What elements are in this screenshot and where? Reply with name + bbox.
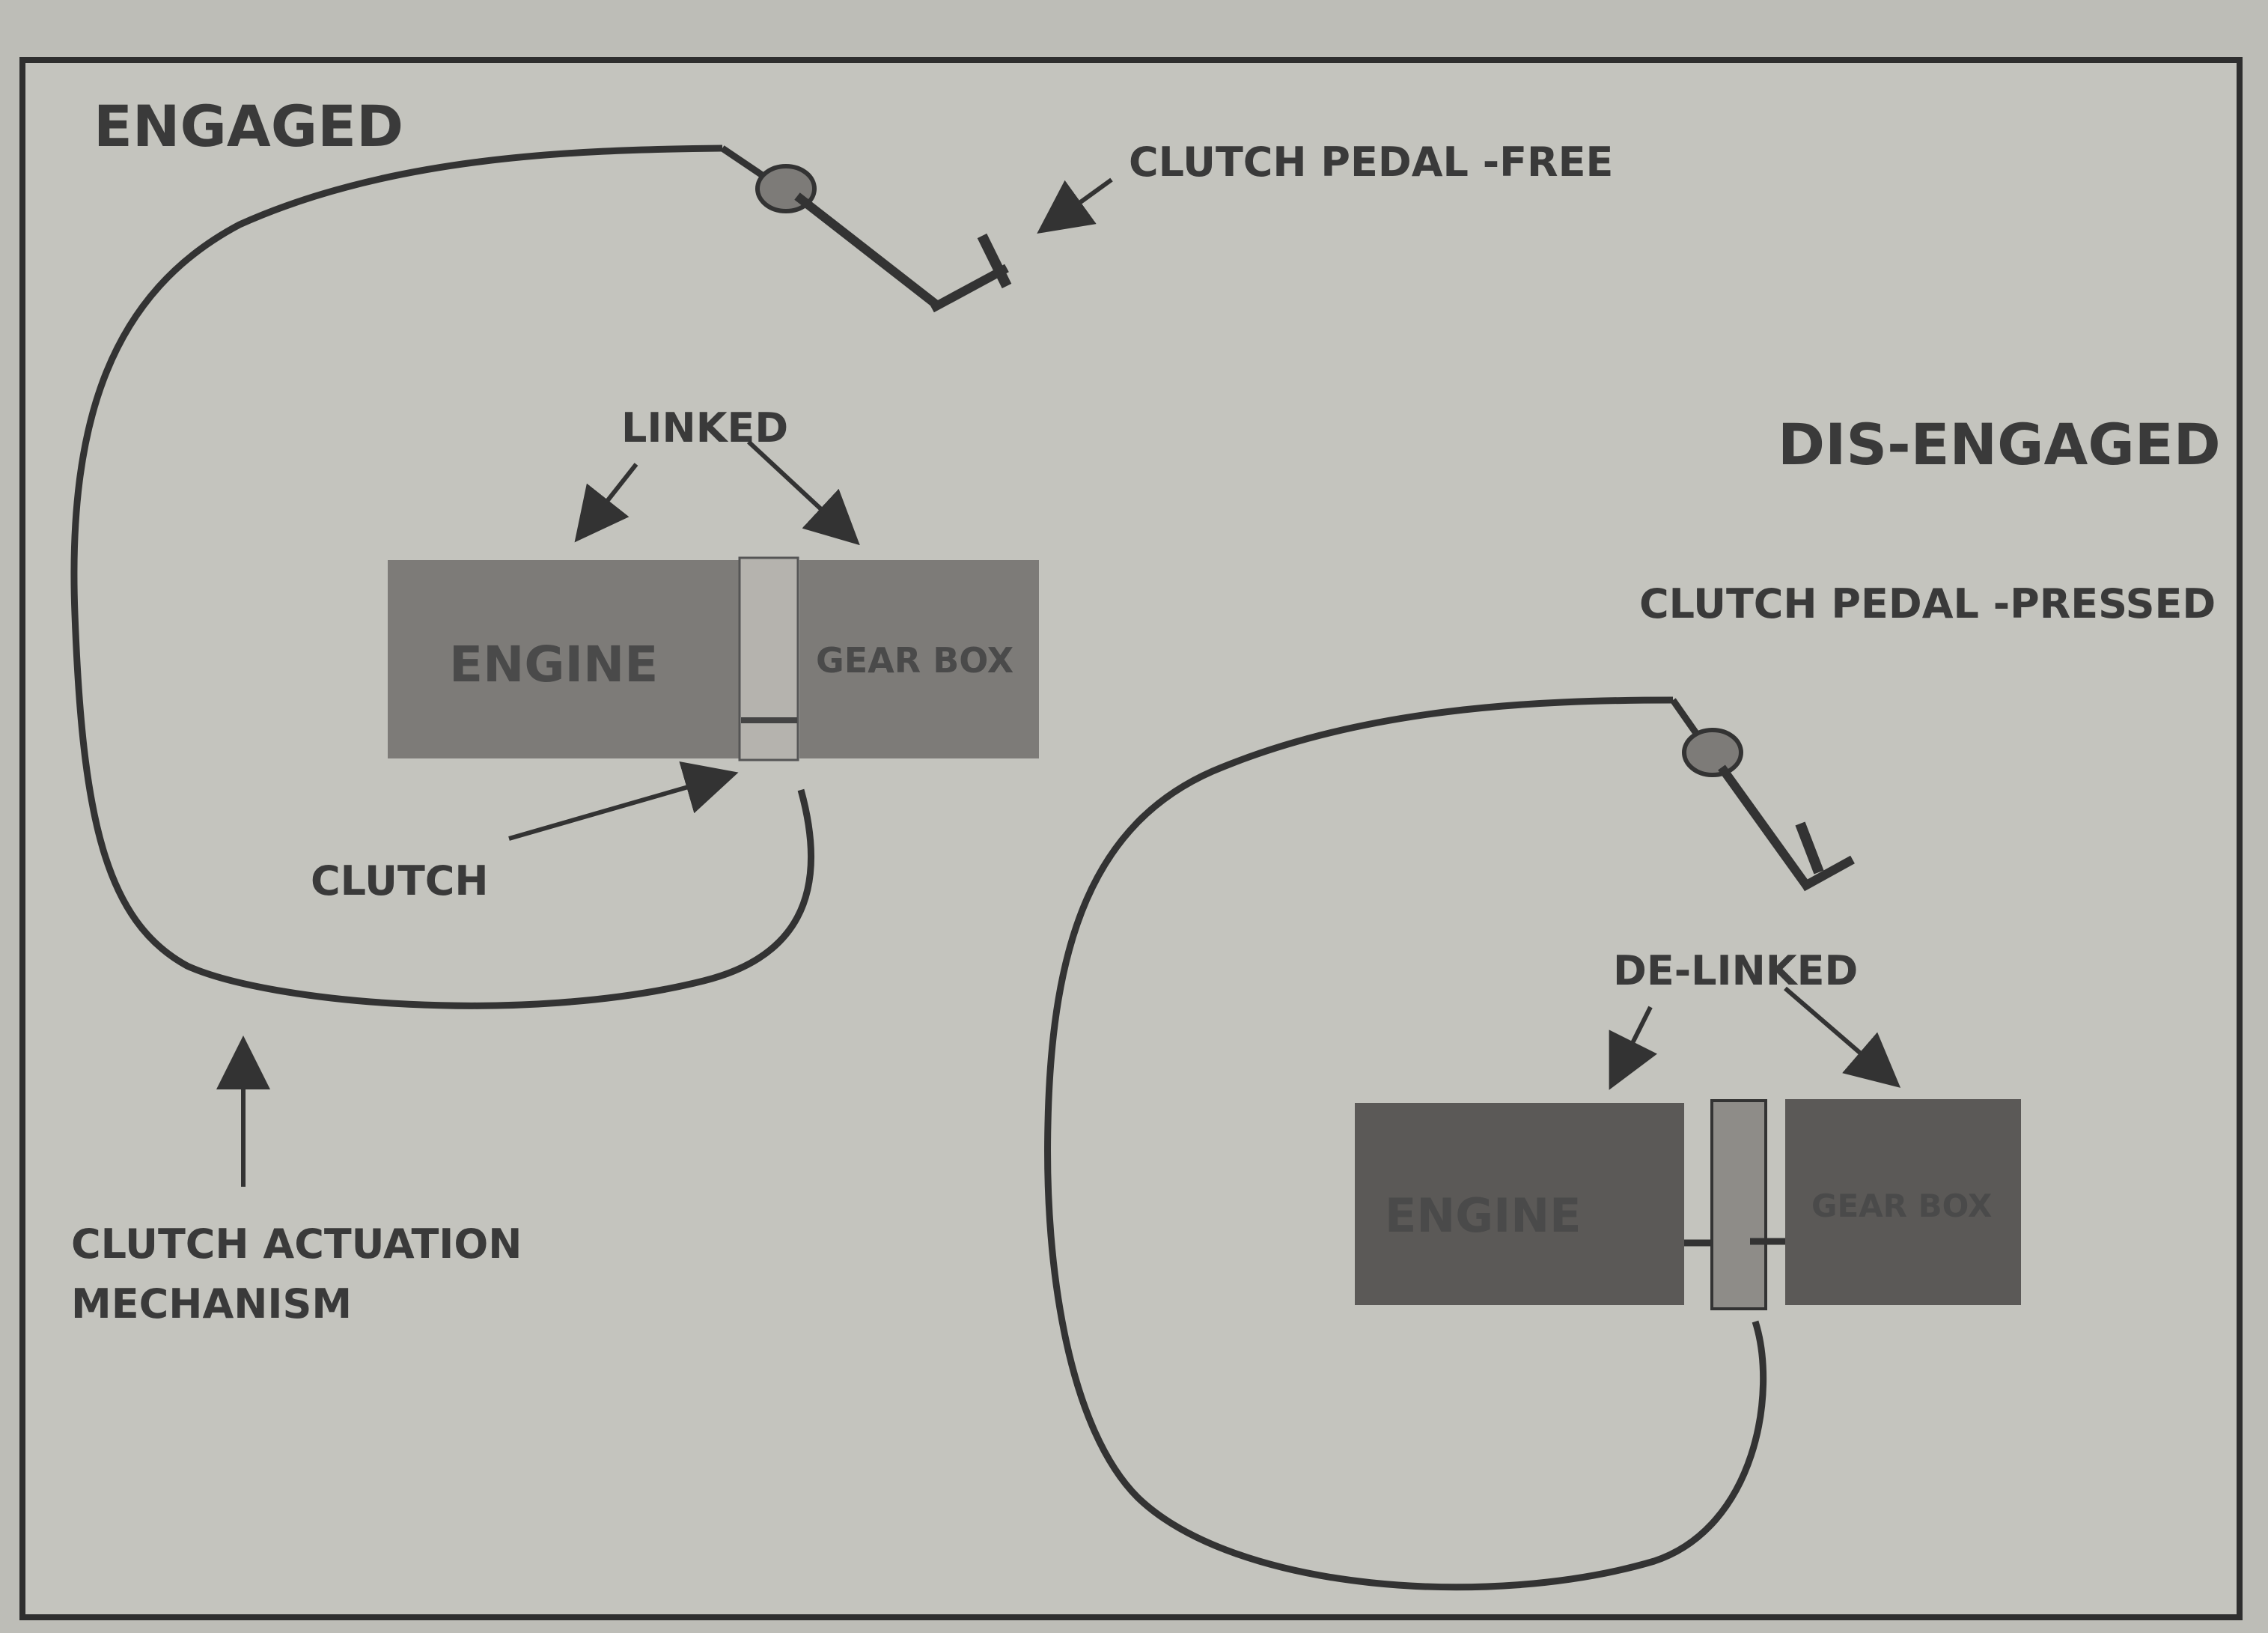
engaged-gearbox-box (799, 560, 1039, 758)
engaged-engine-box (388, 560, 746, 758)
disengaged-link-arrow-right (1784, 986, 1901, 1088)
engaged-engine-label: ENGINE (449, 636, 658, 693)
diagram-frame (19, 57, 2243, 1620)
disengaged-panel: DIS-ENGAGED CLUTCH PEDAL -PRESSED DE-LIN… (1044, 411, 2221, 1591)
disengaged-actuation-loop (1044, 696, 1767, 1591)
disengaged-state-label: DIS-ENGAGED (1778, 411, 2221, 478)
engaged-clutch-pedal (720, 145, 1012, 313)
engaged-actuation-loop (70, 145, 814, 1009)
disengaged-link-label: DE-LINKED (1613, 947, 1858, 994)
disengaged-gearbox-box (1785, 1099, 2021, 1305)
engaged-clutch-plate (738, 556, 799, 761)
mechanism-label-line1: CLUTCH ACTUATION (71, 1220, 522, 1268)
disengaged-pedal-label: CLUTCH PEDAL -PRESSED (1639, 580, 2216, 627)
engaged-panel: ENGAGED CLUTCH PEDAL -FREE LINKED ENGINE… (70, 93, 1613, 1328)
engaged-link-arrow-right (746, 440, 860, 546)
engaged-link-arrow-left (574, 463, 638, 543)
engaged-clutch-label: CLUTCH (311, 857, 489, 904)
disengaged-gearbox-label: GEAR BOX (1811, 1188, 1992, 1224)
disengaged-clutch-pedal (1670, 698, 1855, 892)
engaged-state-label: ENGAGED (94, 93, 403, 159)
disengaged-link-arrow-left (1609, 1006, 1658, 1090)
engaged-clutch-arrow (508, 761, 739, 841)
engaged-pedal-label: CLUTCH PEDAL -FREE (1129, 139, 1613, 186)
disengaged-engine-label: ENGINE (1385, 1188, 1581, 1243)
mechanism-label-line2: MECHANISM (71, 1280, 352, 1328)
engaged-link-label: LINKED (621, 404, 788, 451)
engaged-pedal-arrow (1037, 177, 1113, 234)
engaged-gearbox-label: GEAR BOX (816, 640, 1013, 681)
disengaged-clutch-plate (1710, 1099, 1767, 1310)
disengaged-engine-box (1355, 1103, 1684, 1305)
